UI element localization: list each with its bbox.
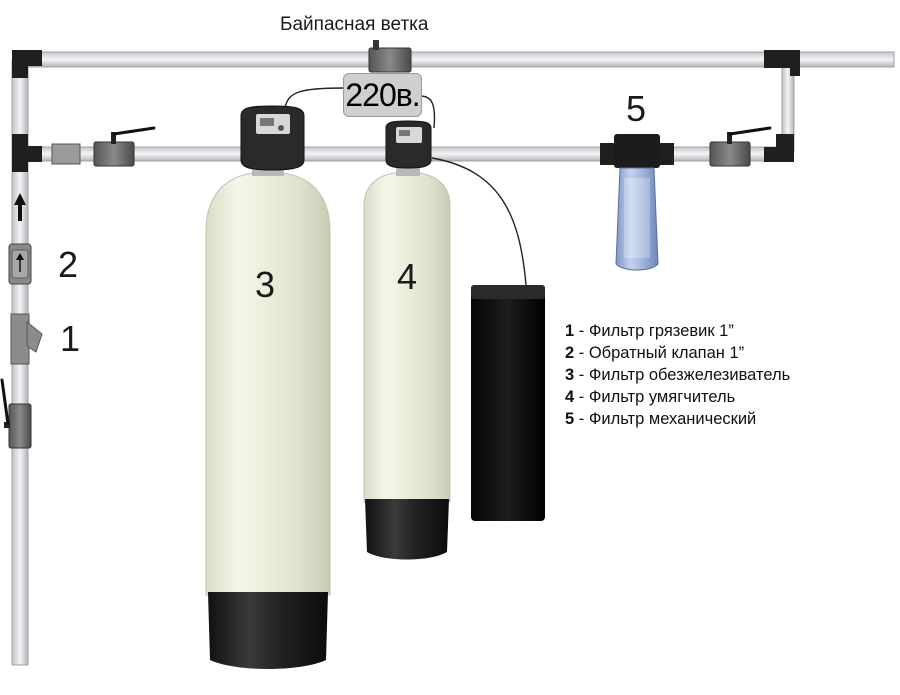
legend-item: 1 - Фильтр грязевик 1” [565, 322, 734, 340]
legend-item: 5 - Фильтр механический [565, 410, 757, 428]
legend-item: 3 - Фильтр обезжелезиватель [565, 366, 791, 384]
legend: 1 - Фильтр грязевик 1” 2 - Обратный клап… [565, 320, 790, 430]
pipe-elbows [12, 50, 800, 172]
legend-item: 2 - Обратный клапан 1” [565, 344, 745, 362]
legend-item: 4 - Фильтр умягчитель [565, 388, 736, 406]
bypass-label: Байпасная ветка [280, 14, 429, 35]
softener-tank [363, 164, 451, 560]
voltage-label: 220в. [343, 73, 422, 117]
check-valve [8, 243, 32, 285]
inlet-valve [51, 126, 156, 167]
bypass-valve [368, 40, 412, 73]
outlet-valve [709, 126, 772, 167]
mechanical-filter [600, 134, 674, 271]
callout-1: 1 [60, 318, 81, 359]
iron-removal-control-head [240, 105, 305, 171]
callout-2: 2 [58, 244, 79, 285]
callout-5: 5 [626, 88, 647, 129]
riser-valve [0, 378, 32, 449]
mud-filter [10, 313, 43, 365]
iron-removal-tank [205, 164, 331, 669]
flow-arrow-icon [14, 193, 26, 221]
power-wires [284, 87, 527, 286]
callout-4: 4 [397, 256, 418, 297]
bypass-pipe [23, 51, 895, 153]
brine-tank [471, 285, 545, 521]
softener-control-head [385, 120, 432, 169]
callout-3: 3 [255, 264, 276, 305]
